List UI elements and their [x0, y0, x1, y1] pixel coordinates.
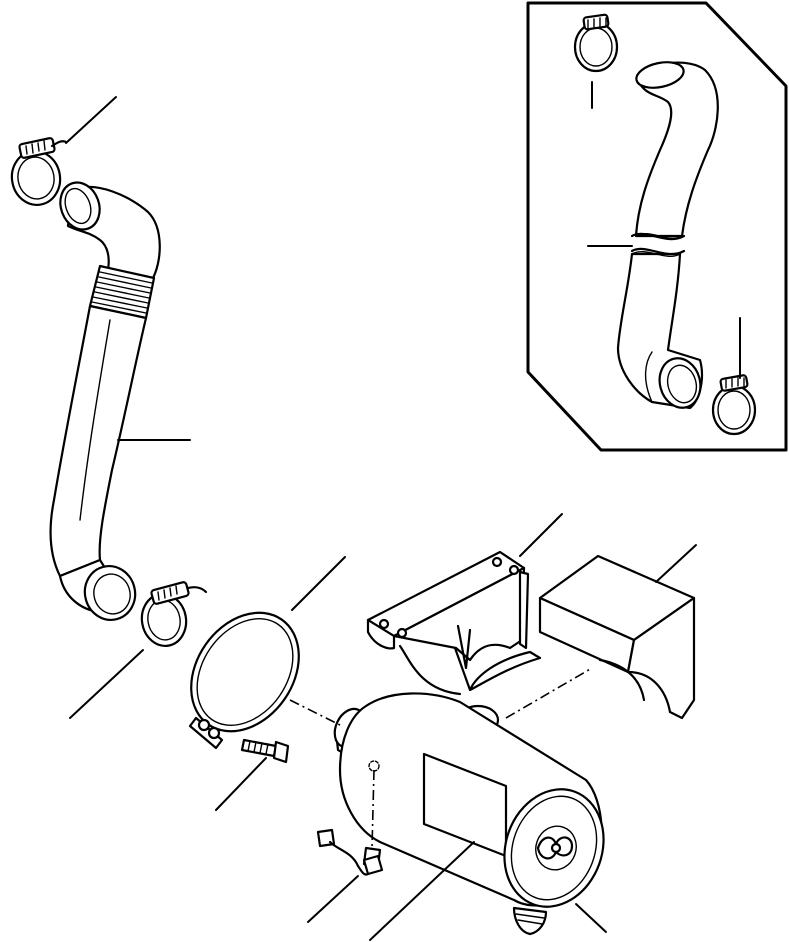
centerline-sensor	[371, 769, 375, 849]
bracket-pad	[538, 554, 696, 720]
inset-hose	[616, 61, 719, 410]
sensor-port	[368, 760, 380, 772]
intake-hose-long	[49, 181, 161, 621]
leader-hose-clamp-upper	[65, 96, 117, 144]
leader-mounting-bracket	[519, 513, 563, 557]
leader-band-clamp	[291, 556, 346, 611]
leader-restriction-indicator-sensor	[307, 875, 359, 923]
leader-bracket-pad	[655, 544, 697, 583]
leader-dust-valve	[575, 903, 607, 933]
hose-clamp-lower	[140, 581, 208, 647]
dust-valve	[512, 906, 548, 936]
air-cleaner	[333, 692, 605, 936]
mounting-bracket	[366, 550, 542, 696]
inset-clamp-bottom	[711, 374, 757, 436]
inset-clamp-top	[573, 13, 619, 73]
leader-bolt	[215, 757, 267, 811]
corrugation	[91, 271, 153, 314]
hose-clamp-upper	[10, 137, 68, 207]
inset-panel	[526, 1, 788, 452]
band-clamp	[188, 611, 300, 750]
inset-border	[526, 1, 788, 452]
leader-hose-clamp-lower	[69, 649, 144, 719]
bolt	[240, 738, 290, 764]
restriction-indicator-sensor	[316, 828, 384, 876]
centerline-clamp-to-cleaner	[289, 699, 343, 727]
centerline-pad-to-cleaner	[505, 667, 593, 719]
leader-air-cleaner	[369, 841, 475, 941]
